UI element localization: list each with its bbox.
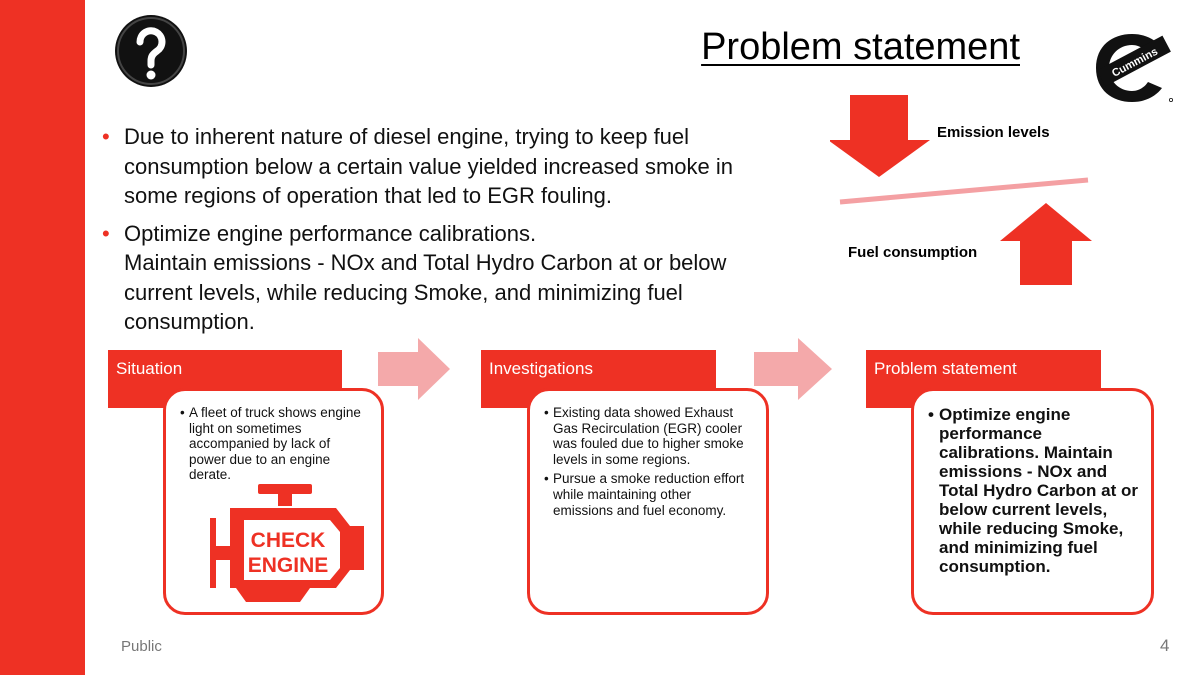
list-item: • Pursue a smoke reduction effort while … — [544, 471, 754, 518]
fuel-up-arrow-icon — [1000, 203, 1092, 285]
question-mark-icon — [115, 15, 187, 87]
cummins-logo: Cummins — [1096, 34, 1174, 103]
bullet-dot: • — [102, 124, 110, 149]
bullet-dot: • — [544, 405, 549, 420]
check-label: CHECK — [251, 529, 326, 552]
bullet-dot: • — [180, 405, 185, 420]
situation-text: A fleet of truck shows engine light on s… — [189, 405, 361, 483]
emission-levels-label: Emission levels — [937, 124, 1050, 141]
bullet-item: • Due to inherent nature of diesel engin… — [100, 122, 790, 211]
slide-title: Problem statement — [701, 26, 1020, 68]
bullet-dot: • — [102, 220, 110, 246]
bullet-text-continued: Maintain emissions - NOx and Total Hydro… — [124, 250, 727, 334]
flow-arrow-icon — [378, 338, 450, 400]
list-item: • Existing data showed Exhaust Gas Recir… — [544, 405, 754, 467]
bullet-item: • Optimize engine performance calibratio… — [100, 219, 790, 337]
check-engine-icon: CHECK ENGINE — [210, 484, 364, 602]
fuel-consumption-label: Fuel consumption — [848, 244, 978, 261]
tradeoff-line — [839, 177, 1089, 205]
investigation-text: Existing data showed Exhaust Gas Recircu… — [553, 405, 744, 467]
problem-statement-text: Optimize engine performance calibrations… — [939, 405, 1138, 576]
stage-box-situation: • A fleet of truck shows engine light on… — [163, 388, 384, 615]
flow-arrow-icon — [754, 338, 832, 400]
left-accent-bar — [0, 0, 85, 675]
main-bullet-list: • Due to inherent nature of diesel engin… — [100, 122, 790, 345]
list-item: • Optimize engine performance calibratio… — [928, 405, 1139, 576]
engine-label: ENGINE — [248, 554, 329, 577]
page-number: 4 — [1160, 636, 1170, 655]
list-item: • A fleet of truck shows engine light on… — [180, 405, 369, 483]
stage-box-investigations: • Existing data showed Exhaust Gas Recir… — [527, 388, 769, 615]
stage-box-problem-statement: • Optimize engine performance calibratio… — [911, 388, 1154, 615]
bullet-dot: • — [544, 471, 549, 487]
emission-down-arrow-icon — [830, 95, 930, 177]
bullet-text: Optimize engine performance calibrations… — [124, 220, 537, 246]
bullet-text: Due to inherent nature of diesel engine,… — [124, 124, 734, 208]
tradeoff-diagram — [830, 95, 1092, 285]
bullet-dot: • — [928, 405, 934, 424]
investigation-text: Pursue a smoke reduction effort while ma… — [553, 471, 745, 518]
classification-label: Public — [121, 638, 162, 655]
